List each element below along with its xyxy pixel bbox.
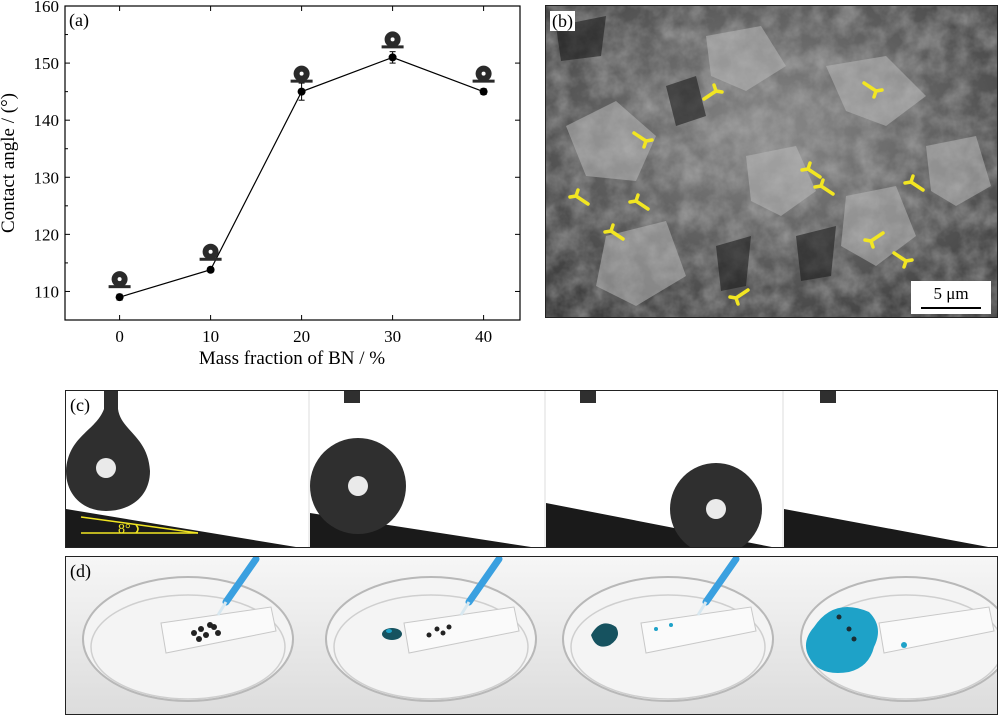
pipette-tip-end xyxy=(216,601,228,616)
sem-arrow xyxy=(632,131,654,149)
glass-slide xyxy=(160,606,277,654)
sem-arrow xyxy=(892,251,914,269)
dye-puddle xyxy=(591,623,618,647)
sem-arrow xyxy=(568,188,590,206)
dye-highlight xyxy=(386,629,392,633)
panel-a-label: (a) xyxy=(67,10,91,30)
petri-dish-rim xyxy=(333,594,529,700)
droplet-highlight xyxy=(481,71,486,76)
frame-4 xyxy=(784,391,997,547)
panel-b-label: (b) xyxy=(550,11,575,31)
frame-2 xyxy=(310,391,544,547)
dye-spot xyxy=(901,642,907,648)
contact-angle-chart: 0 10 20 30 40 110 120 130 140 150 160 Mass fractio… xyxy=(0,0,521,369)
pipette-tip xyxy=(702,557,740,606)
x-tick-label: 20 xyxy=(293,327,310,346)
sem-arrow xyxy=(813,178,835,196)
sem-arrow xyxy=(702,83,724,101)
x-tick-label: 40 xyxy=(475,327,492,346)
glass-slide xyxy=(640,606,757,654)
x-tick-label: 0 xyxy=(115,327,124,346)
droplet-highlight xyxy=(117,277,122,282)
x-axis-label: Mass fraction of BN / % xyxy=(199,348,385,369)
pipette-tip xyxy=(222,557,260,606)
petri-dish-rim xyxy=(90,594,286,700)
dirt-particle xyxy=(191,630,197,636)
y-tick-label: 110 xyxy=(34,282,59,301)
panel-c-label: (c) xyxy=(68,395,92,415)
sem-micrograph: 5 μm xyxy=(546,6,997,317)
glass-slide xyxy=(878,606,995,654)
sem-arrow xyxy=(628,193,650,211)
dirt-particle xyxy=(846,626,852,632)
dirt-particle xyxy=(836,614,842,620)
x-tick-label: 10 xyxy=(202,327,219,346)
y-tick-label: 160 xyxy=(34,0,60,16)
panel-a-chart: 0 10 20 30 40 110 120 130 140 150 160 Mass fractio… xyxy=(0,0,540,380)
y-tick-label: 140 xyxy=(34,111,60,130)
frame-1: 8° xyxy=(66,391,308,547)
panel-b-sem-image: 5 μm (b) xyxy=(545,5,998,318)
sem-arrow xyxy=(863,231,885,249)
y-tick-label: 130 xyxy=(34,168,60,187)
sem-arrow xyxy=(862,81,884,99)
plot-frame xyxy=(64,5,521,321)
sem-arrow xyxy=(903,174,925,192)
data-point xyxy=(115,293,124,302)
panel-c-rolling-frames: 8° (c) xyxy=(65,390,998,548)
rolling-sequence: 8° xyxy=(66,391,997,547)
x-tick-label: 30 xyxy=(384,327,401,346)
dirt-particle xyxy=(203,632,209,638)
glass-slide xyxy=(403,606,520,654)
y-axis-label: Contact angle / (°) xyxy=(0,93,19,233)
dirt-particle xyxy=(851,636,857,642)
sem-arrow xyxy=(800,161,822,179)
dirt-particle xyxy=(215,630,221,636)
data-point xyxy=(206,265,215,274)
sem-arrows xyxy=(568,81,925,306)
frame-3 xyxy=(546,391,782,547)
pipette-tip xyxy=(465,557,503,606)
dye-spot xyxy=(669,623,673,627)
tilt-angle-label: 8° xyxy=(118,522,131,537)
dirt-particle xyxy=(440,630,446,636)
pipette-tip-end xyxy=(459,601,471,616)
dirt-particle xyxy=(207,622,213,628)
dirt-particle xyxy=(426,632,432,638)
dye-pool xyxy=(805,607,878,673)
data-point xyxy=(388,53,397,62)
dirt-particle xyxy=(446,624,452,630)
sem-arrow xyxy=(603,223,625,241)
self-cleaning-sequence xyxy=(66,557,997,714)
scale-bar-label: 5 μm xyxy=(933,284,968,303)
panel-d-self-cleaning-photos: (d) xyxy=(65,556,998,715)
data-point xyxy=(479,87,488,96)
dirt-particle xyxy=(434,626,440,632)
petri-dish-rim xyxy=(570,594,766,700)
dye-spot xyxy=(654,627,658,631)
droplet-highlight xyxy=(208,249,213,254)
dirt-particle xyxy=(198,626,204,632)
data-point xyxy=(297,87,306,96)
y-tick-label: 150 xyxy=(34,54,60,73)
pipette-tip-end xyxy=(696,601,708,616)
panel-d-label: (d) xyxy=(70,561,91,581)
sem-arrow xyxy=(728,288,750,306)
droplet-highlight xyxy=(299,71,304,76)
dye-droplet xyxy=(382,628,402,640)
dirt-particle xyxy=(196,636,202,642)
droplet-highlight xyxy=(390,37,395,42)
y-tick-label: 120 xyxy=(34,225,60,244)
